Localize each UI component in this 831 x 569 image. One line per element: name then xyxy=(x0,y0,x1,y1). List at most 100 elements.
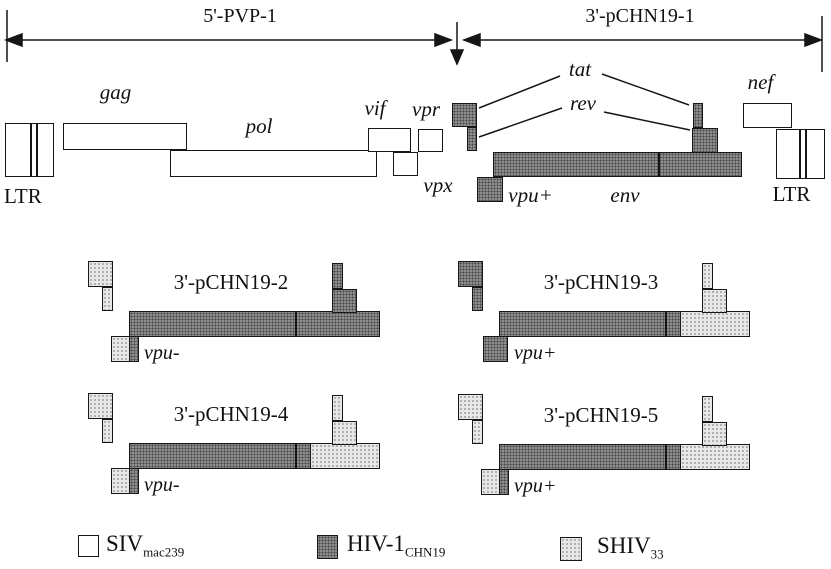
vif-box xyxy=(368,128,411,152)
construct-vpu-label: vpu+ xyxy=(514,342,557,364)
tat-exon2-box xyxy=(332,395,343,421)
vpu-box xyxy=(111,336,131,362)
rev-exon2-box xyxy=(332,421,357,445)
vpu-label: vpu+ xyxy=(508,183,553,207)
env-box xyxy=(499,444,750,470)
nef-label: nef xyxy=(747,70,774,94)
env-3prime-segment xyxy=(680,312,749,336)
env-3prime-segment xyxy=(310,444,379,468)
tat-exon2-box xyxy=(702,263,713,289)
vif-label: vif xyxy=(364,96,386,120)
env-box xyxy=(493,152,742,177)
ltr-right-box xyxy=(776,129,825,179)
tat-exon1-box xyxy=(458,261,483,287)
vpu-box-dark-strip xyxy=(129,336,139,362)
env-division-line xyxy=(295,312,297,336)
legend-label-siv-subscript: mac239 xyxy=(143,544,185,560)
rev-exon1-box xyxy=(472,420,483,444)
legend-label-siv-name: SIV xyxy=(106,531,144,556)
construct-pchn19-3: 3'-pCHN19-3 vpu+ xyxy=(458,261,768,371)
legend-label-hiv: HIV-1CHN19 xyxy=(347,531,445,561)
right-span-label: 3'-pCHN19-1 xyxy=(585,5,695,27)
tat-exon2-box xyxy=(693,103,703,128)
rev-exon1-box xyxy=(102,287,113,311)
right-span-arrowhead-left xyxy=(461,32,481,48)
tat-pointer-line-left xyxy=(478,75,561,109)
ltr-left-inner-line-2 xyxy=(36,124,38,176)
legend-swatch-shiv xyxy=(560,537,582,561)
rev-exon2-box xyxy=(692,128,718,153)
legend-label-hiv-name: HIV-1 xyxy=(347,531,405,556)
left-span-arrowhead-left xyxy=(3,32,23,48)
construct-title: 3'-pCHN19-5 xyxy=(543,403,659,427)
vpr-label: vpr xyxy=(412,97,440,121)
rev-label: rev xyxy=(569,91,597,115)
tat-pointer-line-right xyxy=(601,73,690,106)
tat-exon1-box xyxy=(458,394,483,420)
legend-swatch-hiv xyxy=(317,535,338,559)
env-division-line xyxy=(665,445,667,469)
right-span-arrowhead-right xyxy=(804,32,824,48)
tat-exon2-box xyxy=(332,263,343,289)
legend-label-shiv-subscript: 33 xyxy=(650,546,664,562)
vpx-box xyxy=(393,152,418,176)
env-label: env xyxy=(610,183,640,207)
legend-label-shiv: SHIV33 xyxy=(597,533,664,563)
ltr-left-box xyxy=(5,123,54,177)
legend-label-hiv-subscript: CHN19 xyxy=(404,544,446,560)
construct-title: 3'-pCHN19-4 xyxy=(173,402,289,426)
env-division-line xyxy=(665,312,667,336)
construct-title: 3'-pCHN19-2 xyxy=(173,270,289,294)
ltr-right-inner-line-2 xyxy=(805,130,807,178)
env-box xyxy=(129,443,380,469)
rev-exon1-box xyxy=(472,287,483,311)
ltr-left-label: LTR xyxy=(4,184,42,208)
env-division-line xyxy=(295,444,297,468)
nef-box xyxy=(743,103,792,128)
legend-label-shiv-name: SHIV xyxy=(597,533,651,558)
vpx-label: vpx xyxy=(423,173,453,197)
rev-exon2-box xyxy=(332,289,357,313)
ltr-right-label: LTR xyxy=(772,182,811,206)
env-3prime-segment xyxy=(680,445,749,469)
legend-swatch-siv xyxy=(78,535,99,557)
pol-box xyxy=(170,150,377,177)
legend-label-siv: SIVmac239 xyxy=(106,531,184,561)
vpu-box-dark-strip xyxy=(499,469,509,495)
vpu-box-dark-strip xyxy=(129,468,139,494)
construct-vpu-label: vpu- xyxy=(144,474,180,496)
tat-exon2-box xyxy=(702,396,713,422)
ltr-right-inner-line-1 xyxy=(799,130,801,178)
construct-pchn19-5: 3'-pCHN19-5 vpu+ xyxy=(458,394,768,504)
env-box xyxy=(499,311,750,337)
construct-vpu-label: vpu- xyxy=(144,342,180,364)
tat-label: tat xyxy=(568,57,592,81)
rev-pointer-line-right xyxy=(603,111,691,131)
gag-box xyxy=(63,123,187,150)
tat-exon1-box xyxy=(88,261,113,287)
gag-label: gag xyxy=(99,80,132,104)
vpu-box xyxy=(111,468,131,494)
construct-pchn19-4: 3'-pCHN19-4 vpu- xyxy=(88,393,398,503)
construct-pchn19-2: 3'-pCHN19-2 vpu- xyxy=(88,261,398,371)
vpr-box xyxy=(418,129,443,152)
ltr-left-inner-line-1 xyxy=(30,124,32,176)
vpu-box xyxy=(477,177,503,202)
env-box xyxy=(129,311,380,337)
rev-exon2-box xyxy=(702,289,727,313)
construct-vpu-label: vpu+ xyxy=(514,475,557,497)
env-division-line xyxy=(658,153,660,176)
rev-pointer-line-left xyxy=(478,107,563,138)
vpu-box xyxy=(483,336,508,362)
rev-exon2-box xyxy=(702,422,727,446)
rev-exon1-box xyxy=(102,419,113,443)
tat-exon1-box xyxy=(88,393,113,419)
vpu-box xyxy=(481,469,501,495)
left-span-arrowhead-right xyxy=(434,32,454,48)
left-span-label: 5'-PVP-1 xyxy=(203,5,277,27)
construct-title: 3'-pCHN19-3 xyxy=(543,270,659,294)
rev-exon1-box xyxy=(467,127,477,151)
pol-label: pol xyxy=(245,114,273,138)
tat-exon1-box xyxy=(452,103,477,127)
